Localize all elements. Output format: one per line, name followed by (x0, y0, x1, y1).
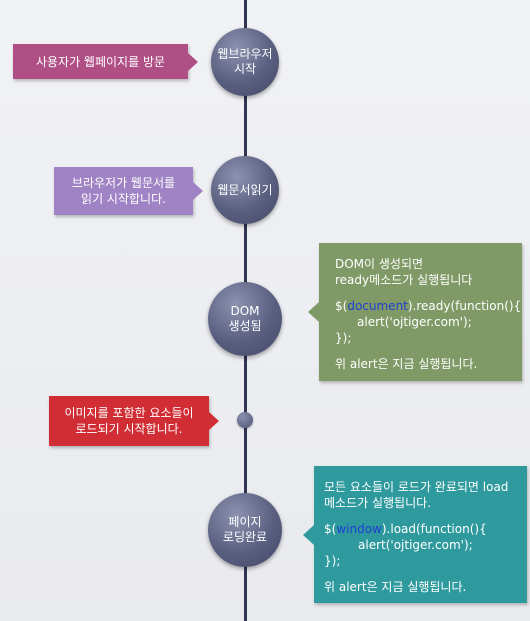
box-ready: DOM이 생성되면 ready메소드가 실행됩니다 $(document).re… (308, 243, 522, 381)
load-keyword: window (336, 522, 382, 536)
node-dom-created: DOM 생성됨 (208, 282, 282, 356)
box-images-text: 이미지를 포함한 요소들이 로드되기 시작합니다. (64, 406, 194, 436)
node-read-doc: 웹문서읽기 (211, 156, 279, 224)
box-visit: 사용자가 웹페이지를 방문 (13, 44, 198, 79)
node-images-dot (237, 412, 253, 428)
box-read-text: 브라우저가 웹문서를 읽기 시작합니다. (71, 176, 176, 206)
load-line1: 모든 요소들이 로드가 완료되면 load (324, 480, 509, 494)
box-load: 모든 요소들이 로드가 완료되면 load 메소드가 실행됩니다. $(wind… (303, 466, 527, 603)
ready-code-body: alert('ojtiger.com'); (357, 315, 472, 329)
ready-code-end: }); (335, 331, 352, 345)
box-read: 브라우저가 웹문서를 읽기 시작합니다. (54, 167, 203, 215)
ready-code-line: $(document).ready(function(){ (335, 299, 522, 313)
load-line2: 메소드가 실행됩니다. (324, 496, 431, 510)
node-browser-start: 웹브라우저 시작 (211, 28, 279, 96)
ready-line1: DOM이 생성되면 (335, 257, 424, 271)
ready-note: 위 alert은 지금 실행됩니다. (335, 357, 478, 371)
node-page-loaded: 페이지 로딩완료 (208, 493, 282, 567)
load-code-body: alert('ojtiger.com'); (358, 538, 473, 552)
box-visit-text: 사용자가 웹페이지를 방문 (35, 54, 166, 69)
box-images: 이미지를 포함한 요소들이 로드되기 시작합니다. (49, 396, 219, 446)
load-note: 위 alert은 지금 실행됩니다. (324, 580, 467, 594)
load-code-end: }); (324, 554, 341, 568)
ready-line2: ready메소드가 실행됩니다 (335, 273, 473, 287)
ready-keyword: document (347, 299, 408, 313)
load-code-line: $(window).load(function(){ (324, 522, 487, 536)
